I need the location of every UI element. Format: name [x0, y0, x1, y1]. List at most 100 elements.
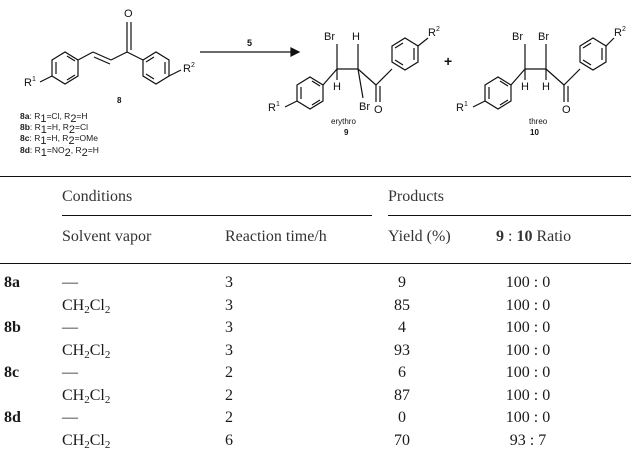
sm-r1-label: R1: [24, 76, 36, 89]
cell-time: 2: [225, 364, 233, 381]
compound-id: 8d: [20, 144, 30, 155]
cell-yield: 93: [394, 341, 410, 359]
substituent-line: 8b: R1=H, R2=Cl: [20, 122, 99, 137]
r2-bond: [417, 37, 429, 47]
cell-yield: 4: [398, 319, 406, 336]
cell-ratio: 100 : 0: [505, 296, 551, 314]
plus-sign: +: [444, 53, 452, 69]
r2-bond: [168, 69, 182, 77]
chain-bond: [357, 68, 377, 86]
p10-o-atom: O: [562, 104, 571, 116]
top-rule: [0, 176, 631, 177]
p9-stereo-label: erythro: [331, 117, 356, 126]
chain-bond: [322, 68, 338, 86]
products-group-rule: [388, 215, 631, 216]
r2-bond: [605, 37, 615, 47]
p10-r1-label: R1: [456, 101, 468, 114]
cell-solvent: —: [62, 364, 78, 381]
cell-solvent: CH2Cl2: [62, 296, 111, 316]
p9-br-atom-2: Br: [359, 101, 370, 113]
product10-right-ring: [579, 37, 607, 71]
aromatic-double-bond: [394, 42, 404, 49]
chain-bond: [545, 68, 565, 86]
aromatic-double-bond: [66, 74, 76, 81]
p9-o-atom: O: [374, 104, 383, 116]
chain-bond: [510, 68, 526, 86]
sm-r2-label: R2: [183, 62, 195, 75]
cell-time: 2: [225, 386, 233, 404]
p9-r2-label: R2: [428, 26, 440, 39]
cell-ratio: 93 : 7: [509, 431, 547, 449]
p9-h-atom-1: H: [352, 31, 360, 43]
cell-solvent: CH2Cl2: [62, 386, 111, 406]
chain-bond: [375, 68, 393, 86]
p10-h-atom-2: H: [542, 81, 550, 93]
group-header-products: Products: [388, 188, 444, 205]
cell-time: 3: [225, 319, 233, 336]
cell-time: 3: [225, 274, 233, 291]
cell-ratio: 100 : 0: [505, 319, 551, 336]
substituent-line: 8c: R1=H, R2=OMe: [20, 133, 99, 148]
substituent-line: 8a: R1=Cl, R2=H: [20, 111, 99, 125]
aromatic-double-bond: [145, 56, 155, 63]
aromatic-double-bond: [311, 80, 321, 87]
cell-solvent: —: [62, 409, 78, 426]
br-bond: [357, 68, 364, 99]
compound-id: 8c: [20, 133, 30, 144]
chain-bond: [77, 51, 94, 61]
cell-compound: 8b: [4, 319, 21, 336]
threo-product-structure: [472, 37, 615, 110]
group-header-conditions: Conditions: [62, 188, 133, 205]
header-bottom-rule: [0, 263, 631, 264]
cell-solvent: —: [62, 319, 78, 336]
p10-compound-label: 10: [530, 128, 539, 137]
sm-o-atom: O: [124, 8, 133, 20]
p10-r2-label: R2: [614, 26, 626, 39]
chain-bond: [126, 51, 144, 61]
reaction-scheme: O R1 R2 8 5 Br H H Br O R1 R2 erythro 9 …: [24, 8, 626, 137]
p10-br-atom-2: Br: [538, 31, 549, 43]
cell-time: 6: [225, 431, 233, 449]
col-header-yield: Yield (%): [388, 228, 451, 245]
r1-bond: [284, 100, 298, 108]
cell-ratio: 100 : 0: [505, 341, 551, 359]
p9-r1-label: R1: [268, 101, 280, 114]
alkene-bond-second: [93, 56, 111, 65]
p9-h-atom-2: H: [333, 81, 341, 93]
cell-ratio: 100 : 0: [505, 364, 551, 381]
r1-bond: [39, 75, 53, 83]
substituent-text: : R1=Cl, R2=H: [29, 111, 88, 125]
compound-id: 8b: [20, 122, 30, 133]
cell-time: 3: [225, 341, 233, 359]
cell-compound: 8d: [4, 409, 21, 426]
cell-solvent: CH2Cl2: [62, 431, 111, 451]
p10-h-atom-1: H: [521, 81, 529, 93]
compound-id: 8a: [20, 111, 30, 121]
aromatic-double-bond: [66, 55, 76, 62]
col-header-ratio: 9 : 10 Ratio: [496, 228, 572, 245]
p9-compound-label: 9: [344, 128, 349, 137]
aromatic-double-bond: [499, 80, 509, 87]
aromatic-double-bond: [311, 99, 321, 106]
substituent-text: : R1=H, R2=Cl: [29, 122, 89, 137]
sm-compound-label: 8: [117, 96, 122, 105]
r1-bond: [472, 100, 486, 108]
cell-yield: 6: [398, 364, 406, 381]
cell-yield: 9: [398, 274, 406, 291]
cell-compound: 8a: [4, 274, 20, 291]
cell-time: 3: [225, 296, 233, 314]
cell-compound: 8c: [4, 364, 20, 381]
chain-bond: [563, 68, 581, 86]
p10-br-atom-1: Br: [512, 31, 523, 43]
aromatic-double-bond: [145, 73, 155, 80]
p9-br-atom-1: Br: [324, 31, 335, 43]
aromatic-double-bond: [582, 59, 592, 66]
arrow-head: [290, 47, 301, 57]
alkene-bond: [92, 51, 112, 61]
product9-right-ring: [391, 37, 419, 71]
cell-ratio: 100 : 0: [505, 386, 551, 404]
aromatic-double-bond: [582, 42, 592, 49]
substituent-text: : R1=H, R2=OMe: [29, 133, 98, 148]
conditions-group-rule: [62, 215, 372, 216]
